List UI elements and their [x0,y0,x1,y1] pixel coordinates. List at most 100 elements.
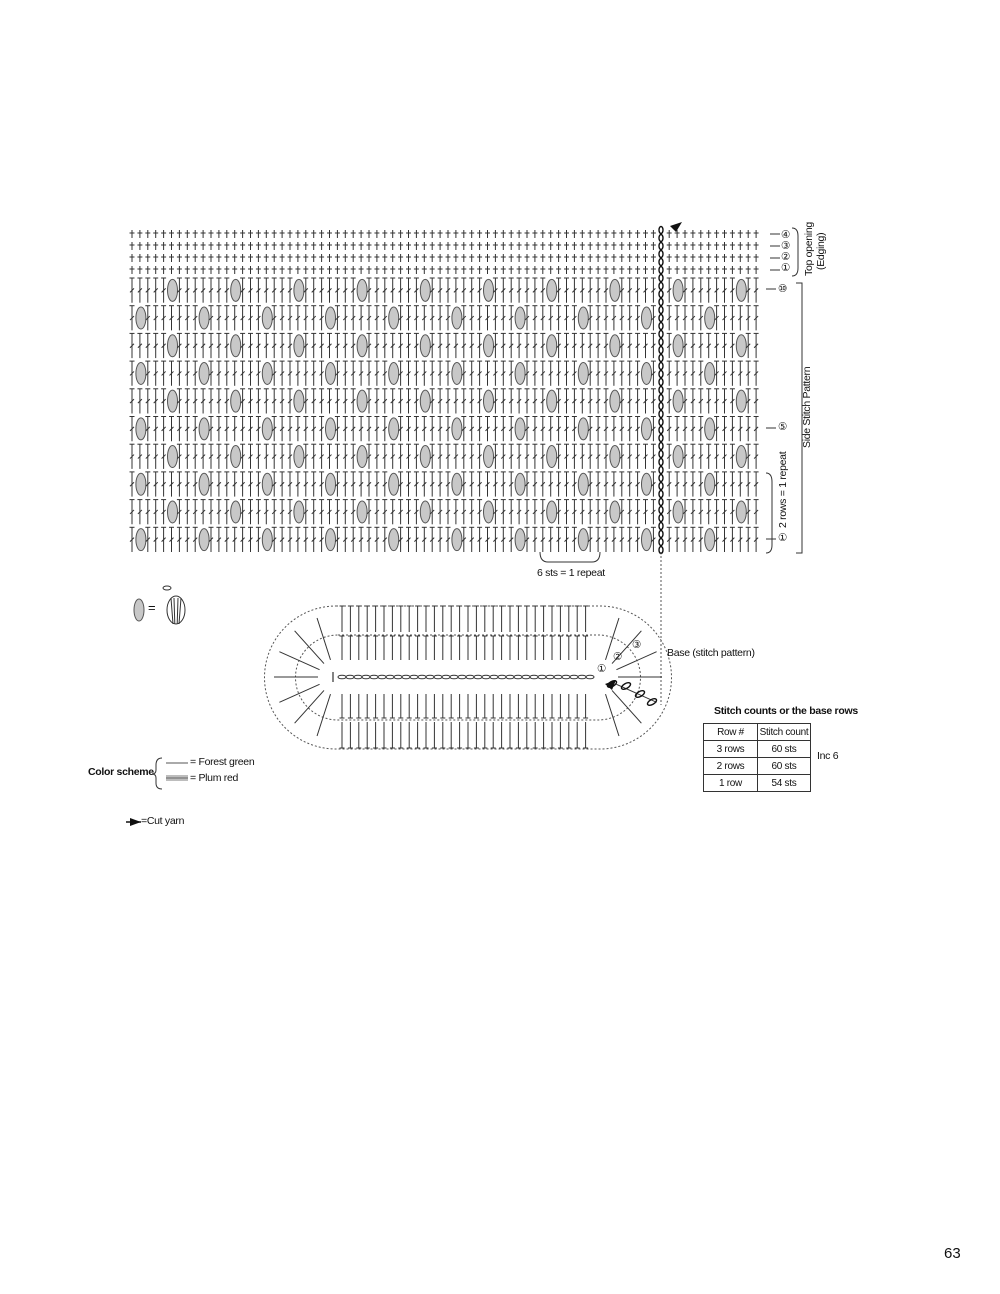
double-crochet-stitch [722,426,727,432]
double-crochet-stitch [232,371,238,376]
base-round-1-label: ① [597,663,607,675]
foundation-chain [401,674,411,680]
double-crochet-stitch [248,315,253,321]
double-crochet-stitch [540,509,546,515]
chain-stitch [658,409,664,419]
double-crochet-stitch [256,315,261,321]
stitch-count-table: Row # Stitch count 3 rows 60 sts 2 rows … [703,723,811,792]
double-crochet-stitch [635,426,640,432]
double-crochet-stitch [714,343,719,349]
bobble-detail-icon [178,597,182,625]
double-crochet-stitch [627,426,633,432]
double-crochet-stitch [327,398,332,404]
double-crochet-stitch [192,315,198,321]
double-crochet-stitch [319,398,324,404]
double-crochet-stitch [682,398,688,404]
double-crochet-stitch [295,481,301,487]
double-crochet-stitch [706,454,712,459]
double-crochet-stitch [493,509,498,515]
double-crochet-stitch [192,537,198,543]
double-crochet-stitch [627,287,633,293]
double-crochet-stitch [532,343,538,349]
foundation-chain [369,674,379,680]
double-crochet-stitch [437,537,443,543]
double-crochet-stitch [619,454,625,459]
double-crochet-stitch [437,398,443,404]
repeat-sts-label: 6 sts = 1 repeat [537,567,605,579]
bobble-stitch [293,500,305,524]
double-crochet-stitch [129,398,135,404]
foundation-chain [385,674,395,680]
double-crochet-stitch [485,426,490,432]
double-crochet-stitch [579,398,585,404]
double-crochet-stitch [429,509,435,515]
bobble-stitch [388,361,400,385]
double-crochet-stitch [184,481,190,487]
double-crochet-stitch [445,398,451,404]
base-increase-stitch [316,693,331,737]
double-crochet-stitch [271,287,277,293]
double-crochet-stitch [714,371,719,376]
double-crochet-stitch [406,481,411,487]
double-crochet-stitch [682,343,688,349]
chain-stitch [658,449,664,459]
table-cell: 54 sts [757,774,811,792]
double-crochet-stitch [698,315,704,321]
double-crochet-stitch [287,287,293,293]
double-crochet-stitch [382,398,388,404]
double-crochet-stitch [714,287,719,293]
bobble-stitch [735,445,747,469]
double-crochet-stitch [350,509,356,515]
bobble-stitch [704,472,716,496]
double-crochet-stitch [493,537,498,543]
double-crochet-stitch [184,287,190,293]
double-crochet-stitch [745,426,751,432]
double-crochet-stitch [161,287,166,293]
double-crochet-stitch [414,371,419,376]
double-crochet-stitch [485,481,490,487]
double-crochet-stitch [335,426,340,432]
double-crochet-stitch [295,426,301,432]
double-crochet-stitch [311,315,317,321]
double-crochet-stitch [429,481,435,487]
double-crochet-stitch [500,343,506,349]
double-crochet-stitch [524,371,530,376]
bobble-stitch [672,278,684,302]
double-crochet-stitch [240,315,245,321]
double-crochet-stitch [469,371,475,376]
double-crochet-stitch [271,371,277,376]
double-crochet-stitch [603,481,609,487]
double-crochet-stitch [263,343,269,349]
pattern-row-10-label: ⑩ [778,283,788,295]
cut-yarn-marker [670,222,682,232]
increase-note: Inc 6 [817,750,839,762]
double-crochet-stitch [714,509,719,515]
double-crochet-stitch [556,315,561,321]
double-crochet-stitch [263,287,269,293]
edging-bracket [791,227,799,277]
double-crochet-stitch [627,481,633,487]
double-crochet-stitch [572,371,577,376]
chain-stitch [658,417,664,427]
double-crochet-stitch [587,315,593,321]
double-crochet-stitch [184,343,190,349]
double-crochet-stitch [398,287,403,293]
chain-stitch [658,353,664,363]
double-crochet-stitch [287,343,293,349]
double-crochet-stitch [429,315,435,321]
double-crochet-stitch [469,509,475,515]
double-crochet-stitch [311,426,317,432]
double-crochet-stitch [153,454,159,459]
bobble-stitch [609,500,621,524]
double-crochet-stitch [698,509,704,515]
bobble-stitch [577,528,589,552]
double-crochet-stitch [564,287,569,293]
bobble-stitch [641,417,652,441]
side-row-markers [539,227,803,563]
double-crochet-stitch [153,315,159,321]
double-crochet-stitch [153,343,159,349]
double-crochet-stitch [366,509,372,515]
edging-row-2-label: ② [781,251,791,263]
chain-stitch [658,321,664,331]
bobble-stitch [198,528,210,552]
